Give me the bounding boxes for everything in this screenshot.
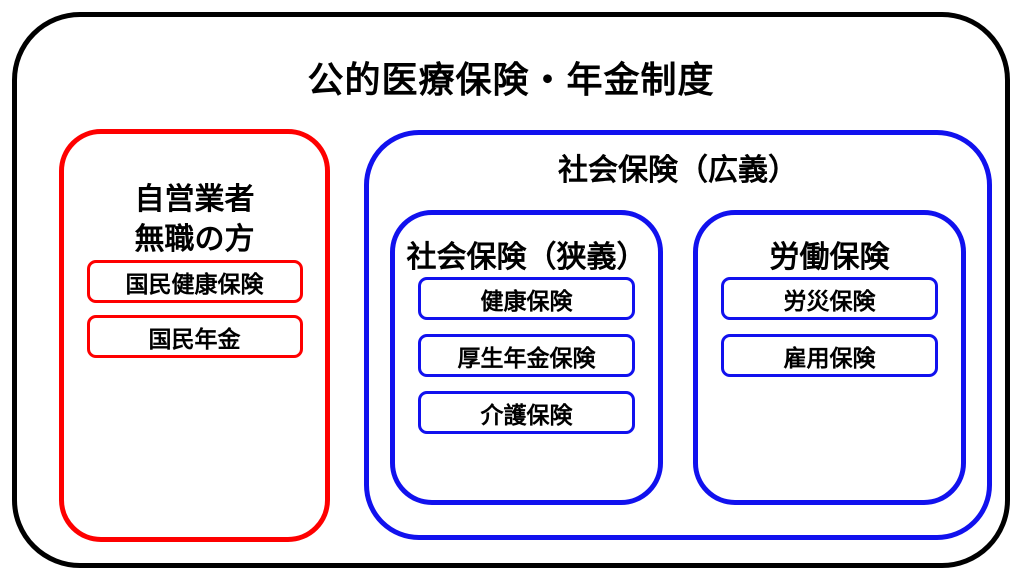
item-employee-pension-insurance: 厚生年金保険 <box>418 334 635 377</box>
group-labor-insurance: 労働保険 労災保険 雇用保険 <box>693 210 966 505</box>
group-social-insurance-narrow-title: 社会保険（狭義） <box>406 241 647 274</box>
diagram-title: 公的医療保険・年金制度 <box>307 59 715 100</box>
group-self-employed-title: 自営業者 無職の方 <box>135 180 255 260</box>
item-national-pension: 国民年金 <box>86 315 303 358</box>
item-health-insurance: 健康保険 <box>418 277 635 320</box>
subgroup-row: 社会保険（狭義） 健康保険 厚生年金保険 介護保険 労働保険 労災保険 雇用保険 <box>390 210 966 505</box>
group-self-employed-title-line2: 無職の方 <box>134 223 255 256</box>
group-labor-insurance-title: 労働保険 <box>769 241 890 274</box>
item-national-health-insurance: 国民健康保険 <box>86 260 303 303</box>
group-self-employed-unemployed: 自営業者 無職の方 国民健康保険 国民年金 <box>59 129 330 542</box>
group-social-insurance-broad: 社会保険（広義） 社会保険（狭義） 健康保険 厚生年金保険 介護保険 労働保険 … <box>364 130 992 540</box>
group-social-insurance-narrow: 社会保険（狭義） 健康保険 厚生年金保険 介護保険 <box>390 210 663 505</box>
group-self-employed-title-line1: 自営業者 <box>134 183 255 216</box>
group-social-insurance-broad-title: 社会保険（広義） <box>558 154 798 187</box>
item-long-term-care-insurance: 介護保険 <box>418 391 635 434</box>
item-workers-accident-insurance: 労災保険 <box>721 277 938 320</box>
public-insurance-pension-frame: 公的医療保険・年金制度 自営業者 無職の方 国民健康保険 国民年金 社会保険（広… <box>12 12 1010 568</box>
item-employment-insurance: 雇用保険 <box>721 334 938 377</box>
